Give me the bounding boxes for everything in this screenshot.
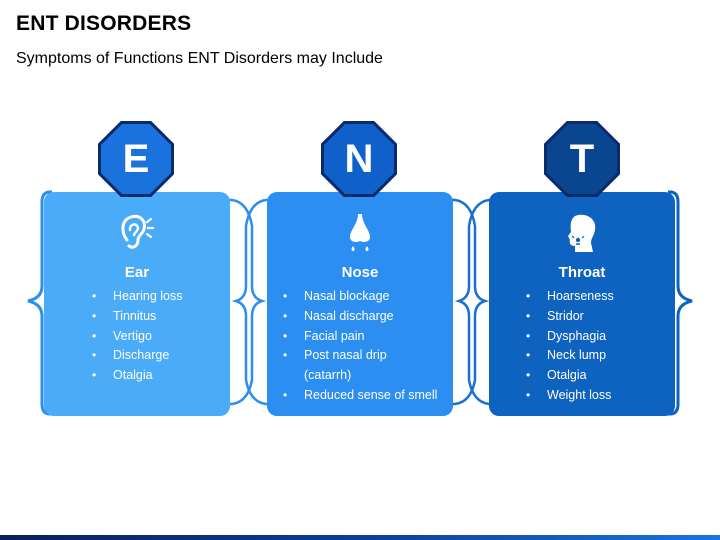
page-subtitle: Symptoms of Functions ENT Disorders may …: [16, 50, 383, 67]
list-item: Hearing loss: [88, 287, 283, 307]
list-item: Nasal blockage: [279, 287, 454, 307]
list-item: Dysphagia: [522, 327, 717, 347]
letter-n: N: [324, 124, 394, 194]
list-item: Neck lump: [522, 346, 717, 366]
nose-heading: Nose: [341, 264, 379, 281]
letter-e: E: [101, 124, 171, 194]
throat-symptom-list: Hoarseness Stridor Dysphagia Neck lump O…: [522, 287, 717, 406]
list-item: Tinnitus: [88, 307, 283, 327]
list-item: Nasal discharge: [279, 307, 454, 327]
list-item: Weight loss: [522, 386, 717, 406]
ear-heading: Ear: [124, 264, 150, 281]
nose-symptom-list: Nasal blockage Nasal discharge Facial pa…: [279, 287, 454, 406]
nose-icon: [350, 214, 370, 251]
throat-heading: Throat: [558, 264, 606, 281]
list-item: Otalgia: [522, 366, 717, 386]
ear-icon: [121, 214, 155, 249]
list-item: Vertigo: [88, 327, 283, 347]
letter-e-octagon: E: [98, 121, 174, 197]
list-item: Otalgia: [88, 366, 283, 386]
list-item: Hoarseness: [522, 287, 717, 307]
list-item: Post nasal drip (catarrh): [279, 346, 414, 386]
letter-n-octagon: N: [321, 121, 397, 197]
letter-t-octagon: T: [544, 121, 620, 197]
bottom-accent-bar: [0, 535, 720, 540]
list-item: Reduced sense of smell: [279, 386, 454, 406]
page-title: ENT DISORDERS: [16, 12, 192, 35]
throat-icon: [568, 214, 596, 252]
ear-symptom-list: Hearing loss Tinnitus Vertigo Discharge …: [88, 287, 283, 386]
list-item: Stridor: [522, 307, 717, 327]
list-item: Discharge: [88, 346, 283, 366]
list-item: Facial pain: [279, 327, 454, 347]
letter-t: T: [547, 124, 617, 194]
